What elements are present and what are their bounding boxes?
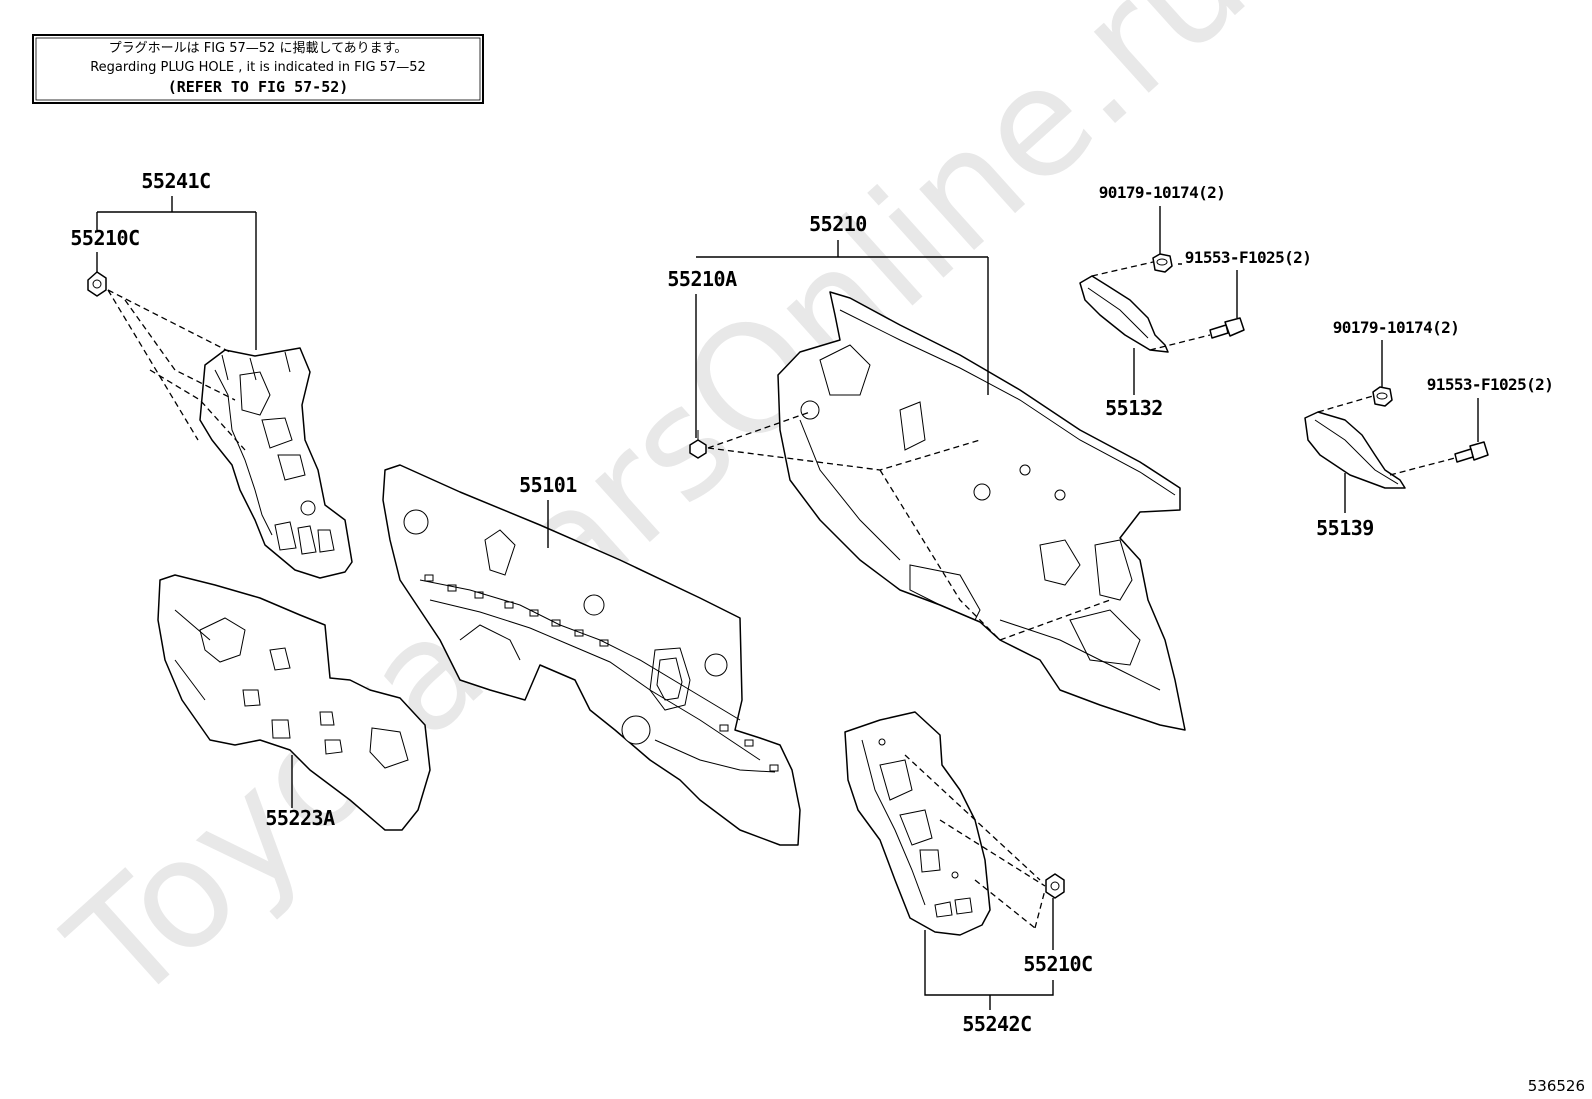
label-55210C-bottom: 55210C xyxy=(1023,952,1092,976)
label-91553-a: 91553-F1025(2) xyxy=(1185,248,1311,267)
label-55241C: 55241C xyxy=(141,169,210,193)
label-55139: 55139 xyxy=(1316,516,1374,540)
bolt-91553-a[interactable] xyxy=(1209,317,1245,339)
nut-90179-a[interactable] xyxy=(1152,253,1173,273)
leader-55210 xyxy=(696,240,989,395)
part-55139[interactable] xyxy=(1304,411,1406,489)
part-55242C[interactable] xyxy=(844,711,991,936)
figure-id: 536526 xyxy=(1528,1077,1585,1095)
label-55210A: 55210A xyxy=(667,267,737,291)
label-90179-a: 90179-10174(2) xyxy=(1099,183,1225,202)
part-55132[interactable] xyxy=(1079,275,1169,353)
label-55223A: 55223A xyxy=(265,806,335,830)
label-55210: 55210 xyxy=(809,212,867,236)
label-55210C-top: 55210C xyxy=(70,226,139,250)
part-55241C[interactable] xyxy=(199,347,353,579)
label-91553-b: 91553-F1025(2) xyxy=(1427,375,1553,394)
label-55101: 55101 xyxy=(519,473,577,497)
part-55101[interactable] xyxy=(382,464,801,846)
clip-55210C-bottom[interactable] xyxy=(1045,873,1065,899)
note-box-inner xyxy=(35,37,481,101)
part-55223A[interactable] xyxy=(157,574,431,831)
leader-55242C xyxy=(924,930,1054,1010)
label-55242C: 55242C xyxy=(962,1012,1031,1036)
clip-55210C-top[interactable] xyxy=(87,271,107,297)
reference-note: プラグホールは FIG 57—52 に掲載してあります。 Regarding P… xyxy=(32,34,484,104)
note-box xyxy=(32,34,484,104)
note-line-en: Regarding PLUG HOLE , it is indicated in… xyxy=(90,60,426,75)
note-line-jp: プラグホールは FIG 57—52 に掲載してあります。 xyxy=(109,40,408,56)
note-line-ref: (REFER TO FIG 57-52) xyxy=(168,78,349,96)
part-55210[interactable] xyxy=(777,291,1186,731)
bolt-91553-b[interactable] xyxy=(1454,441,1489,463)
leader-55241C xyxy=(96,196,257,350)
nut-90179-b[interactable] xyxy=(1372,386,1393,407)
clip-55210A[interactable] xyxy=(689,430,707,459)
leader-91553-a xyxy=(1178,263,1238,318)
label-55132: 55132 xyxy=(1105,396,1163,420)
label-90179-b: 90179-10174(2) xyxy=(1333,318,1459,337)
